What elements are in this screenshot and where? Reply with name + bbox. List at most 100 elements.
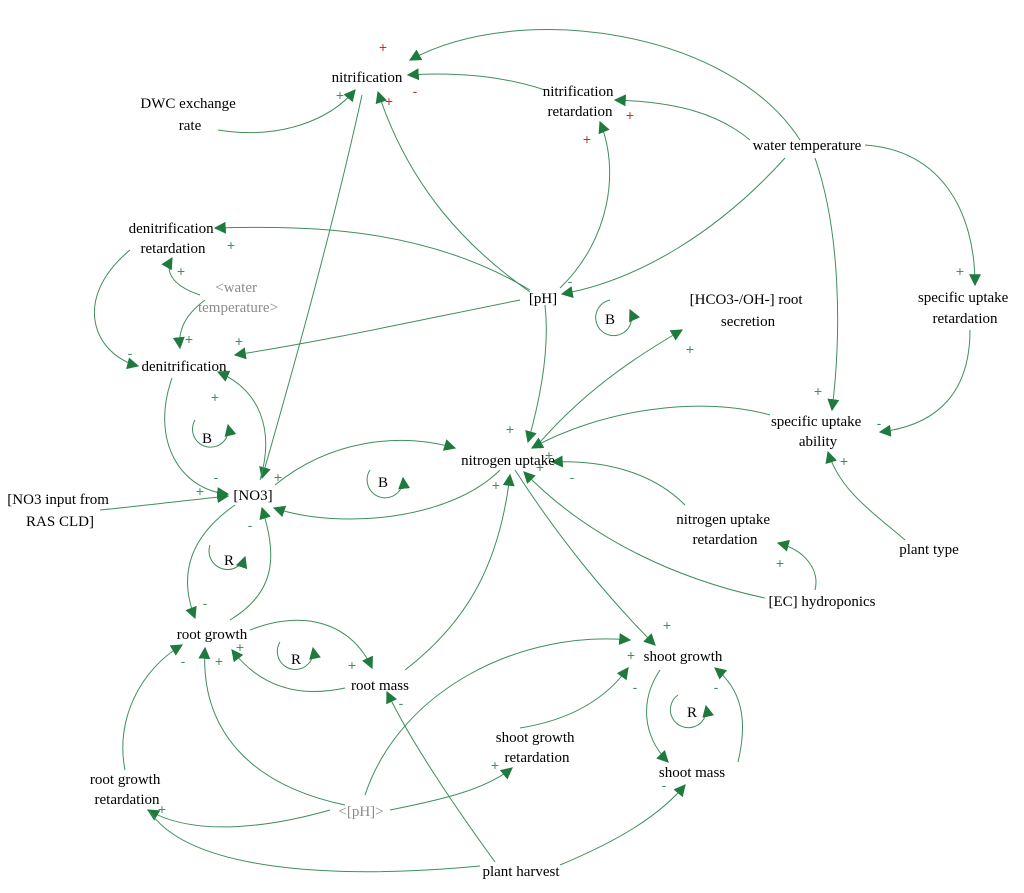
- arrow-nitrification-retardation-to-nitrification: [406, 68, 546, 91]
- arrow-ph-shadow-to-root-growth-retardation: [146, 809, 331, 828]
- node-root-mass: root mass: [351, 678, 409, 694]
- arrow-shoot-growth-retardation-to-shoot-growth: [519, 667, 629, 729]
- loop-label-no3-uptake: B: [378, 475, 388, 491]
- loop-arc-no3-uptake: [366, 469, 411, 499]
- node-dwc-exchange-rate: DWC exchange rate: [140, 96, 239, 134]
- node-nitrification: nitrification: [332, 70, 403, 86]
- node-root-growth: root growth: [177, 627, 248, 643]
- arrow-no3-input-to-no3: [99, 491, 230, 511]
- arrow-ec-to-nitrogen-uptake-retardation: [776, 539, 817, 591]
- arrow-specific-uptake-ability-to-nitrogen-uptake: [530, 405, 771, 449]
- arrow-plant-harvest-to-shoot-mass: [559, 784, 686, 866]
- polarity-sign: +: [492, 477, 500, 493]
- loop-label-root-mass: R: [291, 652, 301, 668]
- arrow-root-mass-to-nitrogen-uptake: [404, 473, 515, 671]
- node-water-temperature-shadow: <water temperature>: [198, 280, 278, 316]
- node-ph: [pH]: [529, 291, 557, 307]
- polarity-sign: +: [627, 647, 635, 663]
- polarity-sign: +: [379, 39, 387, 55]
- polarity-sign: +: [776, 555, 784, 571]
- arrow-denitrification-retardation-to-denitrification: [93, 249, 140, 370]
- arrow-plant-harvest-curve: [149, 811, 481, 873]
- polarity-sign: -: [714, 679, 719, 695]
- loop-label-ph: B: [605, 312, 615, 328]
- loop-arc-root-mass: [276, 641, 321, 670]
- node-no3: [NO3]: [233, 488, 272, 504]
- arrow-no3-to-denitrification: [216, 370, 267, 481]
- arrow-shoot-growth-to-shoot-mass: [646, 669, 669, 763]
- arrow-ph-to-denitrification: [233, 299, 521, 360]
- arrow-ph-to-denitrification-retardation: [213, 221, 531, 291]
- node-plant-harvest: plant harvest: [482, 864, 560, 880]
- arrow-water-temp-shadow-to-denitrification: [172, 299, 206, 350]
- node-hco3-secretion: [HCO3-/OH-] root secretion: [690, 292, 807, 330]
- node-nitrogen-uptake: nitrogen uptake: [461, 453, 555, 469]
- polarity-sign: +: [336, 87, 344, 103]
- node-denitrification-retardation: denitrification retardation: [129, 221, 218, 257]
- arrow-root-growth-to-root-mass: [249, 619, 373, 670]
- polarity-sign: +: [686, 341, 694, 357]
- arrow-no3-to-root-growth: [185, 504, 236, 620]
- node-nitrogen-uptake-retardation: nitrogen uptake retardation: [676, 512, 773, 548]
- arrow-nitrification-to-no3: [259, 94, 363, 480]
- arrow-denitrification-to-no3: [164, 377, 230, 500]
- loop-arc-shoot: [669, 694, 715, 729]
- polarity-sign: +: [211, 389, 219, 405]
- polarity-sign: +: [840, 453, 848, 469]
- loop-arc-denitrification: [192, 419, 237, 448]
- arrow-water-temp-shadow-to-denitrification-retardation: [161, 256, 201, 296]
- arrow-ph-shadow-to-shoot-growth: [364, 633, 632, 796]
- node-shoot-growth: shoot growth: [644, 649, 723, 665]
- polarity-sign: +: [177, 263, 185, 279]
- arrow-no3-to-nitrogen-uptake: [274, 439, 457, 486]
- polarity-sign: +: [158, 801, 166, 817]
- node-no3-input: [NO3 input from RAS CLD]: [7, 492, 112, 530]
- node-specific-uptake-retardation: specific uptake retardation: [918, 290, 1012, 327]
- loop-label-denitrification: B: [202, 431, 212, 447]
- polarity-sign: +: [814, 383, 822, 399]
- polarity-sign: +: [536, 459, 544, 475]
- arrow-plant-harvest-to-root-mass: [386, 690, 496, 863]
- polarity-sign: -: [248, 517, 253, 533]
- polarity-sign: -: [413, 83, 418, 99]
- polarity-sign: -: [633, 679, 638, 695]
- loop-arc-root-no3: [208, 544, 248, 570]
- arrow-water-temperature-to-ph: [560, 157, 786, 298]
- node-water-temperature: water temperature: [753, 138, 862, 154]
- arrow-nitrogen-uptake-retardation-to-nitrogen-uptake: [550, 455, 686, 506]
- node-root-growth-retardation: root growth retardation: [90, 772, 164, 808]
- arrow-ph-shadow-to-shoot-growth-retardation: [389, 767, 513, 811]
- arrow-specific-uptake-retardation-to-specific-uptake-ability: [878, 329, 971, 437]
- arrow-water-temperature-to-specific-uptake-ability: [814, 157, 840, 412]
- node-ec-hydroponics: [EC] hydroponics: [768, 594, 875, 610]
- polarity-sign: +: [236, 639, 244, 655]
- arrow-ph-shadow-to-root-growth: [198, 646, 346, 806]
- arrow-root-mass-to-root-growth: [231, 649, 346, 692]
- polarity-sign: -: [662, 777, 667, 793]
- polarity-sign: +: [663, 617, 671, 633]
- polarity-sign: +: [196, 483, 204, 499]
- loop-arc-ph: [595, 299, 640, 337]
- arrow-ph-to-nitrogen-uptake: [525, 304, 547, 444]
- polarity-sign: -: [128, 345, 133, 361]
- arrow-water-temperature-to-nitrification-retardation: [613, 94, 751, 141]
- arrow-shoot-mass-to-shoot-growth: [714, 667, 744, 763]
- loop-label-shoot: R: [687, 705, 697, 721]
- arrow-dwc-to-nitrification: [217, 89, 356, 134]
- polarity-sign: -: [570, 469, 575, 485]
- arrow-ec-to-nitrogen-uptake: [523, 471, 766, 599]
- node-ph-shadow: <[pH]>: [338, 804, 383, 820]
- polarity-sign: +: [185, 331, 193, 347]
- node-shoot-mass: shoot mass: [659, 765, 725, 781]
- arrow-nitrogen-uptake-to-hco3-secretion: [534, 329, 684, 449]
- polarity-sign: -: [877, 415, 882, 431]
- polarity-sign: +: [956, 263, 964, 279]
- polarity-sign: +: [545, 447, 553, 463]
- node-nitrification-retardation: nitrification retardation: [543, 84, 618, 120]
- polarity-sign: +: [348, 657, 356, 673]
- polarity-sign: +: [227, 237, 235, 253]
- node-specific-uptake-ability: specific uptake ability: [771, 414, 865, 450]
- polarity-sign: +: [215, 653, 223, 669]
- arrow-water-temperature-to-nitrification: [408, 29, 801, 141]
